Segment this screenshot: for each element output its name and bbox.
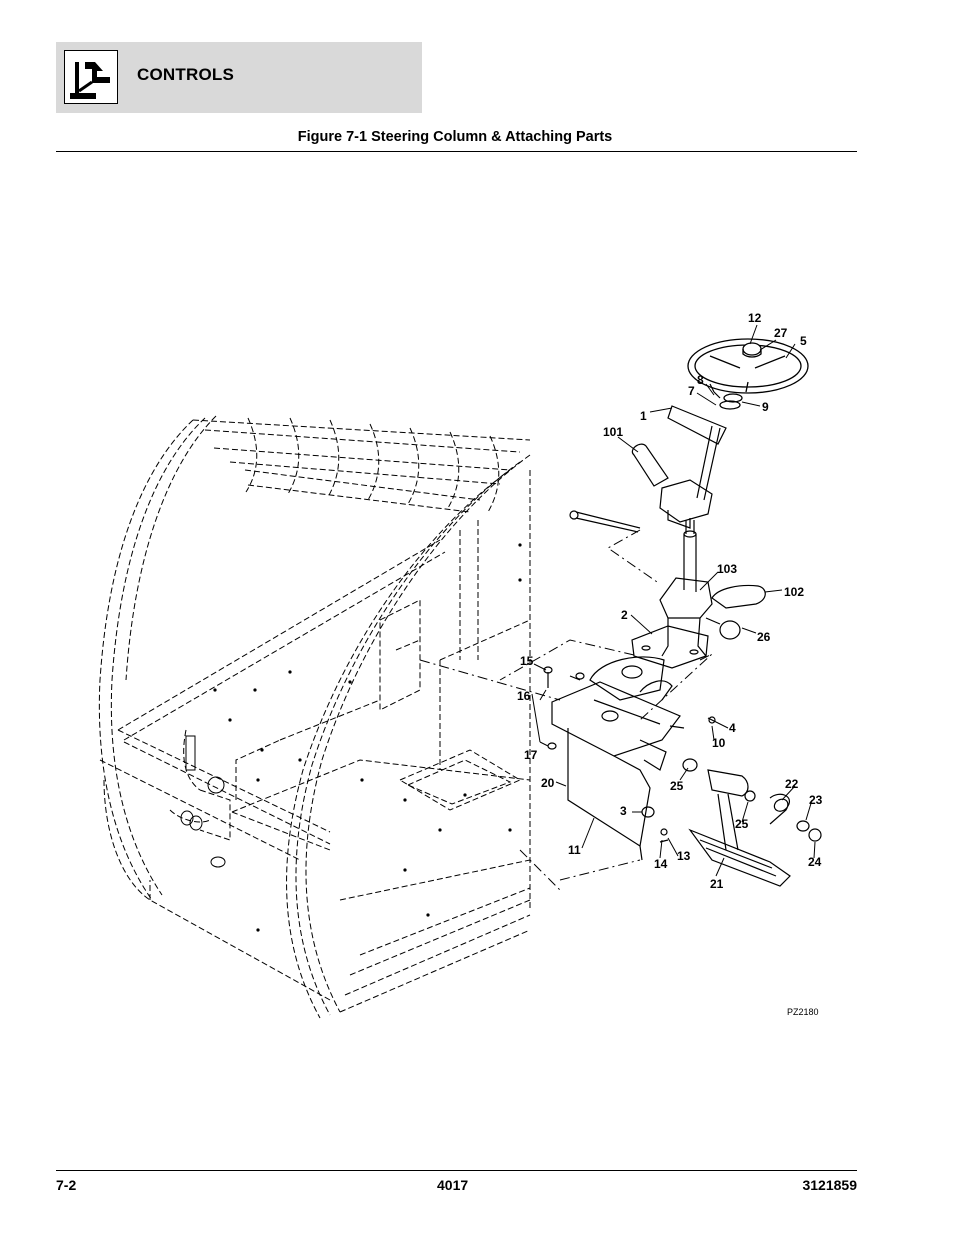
callout-label: 15 [520,654,534,668]
callout-label: 17 [524,748,538,762]
pedal-bracket [543,656,822,887]
callout-label: 8 [697,373,704,387]
cab-frame-outline [98,415,531,1019]
joystick-control-icon [70,62,110,99]
alignment-lines [419,529,713,891]
callout-label: 5 [800,334,807,348]
callout-labels: 12 27 5 8 7 9 1 101 103 102 2 26 15 16 1… [517,311,823,891]
header-rule [56,151,857,152]
callout-label: 13 [677,849,691,863]
section-title: CONTROLS [137,65,234,84]
callout-label: 23 [809,793,823,807]
callout-label: 12 [748,311,762,325]
footer-model: 4017 [437,1177,469,1193]
steering-column-parts [569,383,766,669]
cab-fastener-dots [213,543,522,932]
callout-leaders [531,324,816,877]
callout-label: 7 [688,384,695,398]
callout-label: 103 [717,562,737,576]
drawing-reference-code: PZ2180 [787,1007,819,1017]
callout-label: 21 [710,877,724,891]
callout-label: 26 [757,630,771,644]
callout-label: 4 [729,721,736,735]
callout-label: 3 [620,804,627,818]
callout-label: 9 [762,400,769,414]
callout-label: 1 [640,409,647,423]
callout-label: 16 [517,689,531,703]
callout-label: 25 [670,779,684,793]
footer-rule [56,1170,857,1171]
callout-label: 11 [568,843,581,857]
section-header-band: CONTROLS [56,42,422,113]
controls-section-icon [64,50,118,104]
callout-label: 2 [621,608,628,622]
figure-title: Figure 7-1 Steering Column & Attaching P… [297,129,613,145]
steering-wheel [687,338,809,410]
callout-label: 102 [784,585,804,599]
callout-label: 10 [712,736,726,750]
callout-label: 22 [785,777,799,791]
callout-label: 24 [808,855,822,869]
footer-page-number: 7-2 [56,1177,77,1193]
callout-label: 27 [774,326,788,340]
footer-manual-number: 3121859 [802,1177,857,1193]
dash-knobs [180,735,226,868]
callout-label: 20 [541,776,555,790]
callout-label: 101 [603,425,623,439]
callout-label: 25 [735,817,749,831]
callout-label: 14 [654,857,668,871]
